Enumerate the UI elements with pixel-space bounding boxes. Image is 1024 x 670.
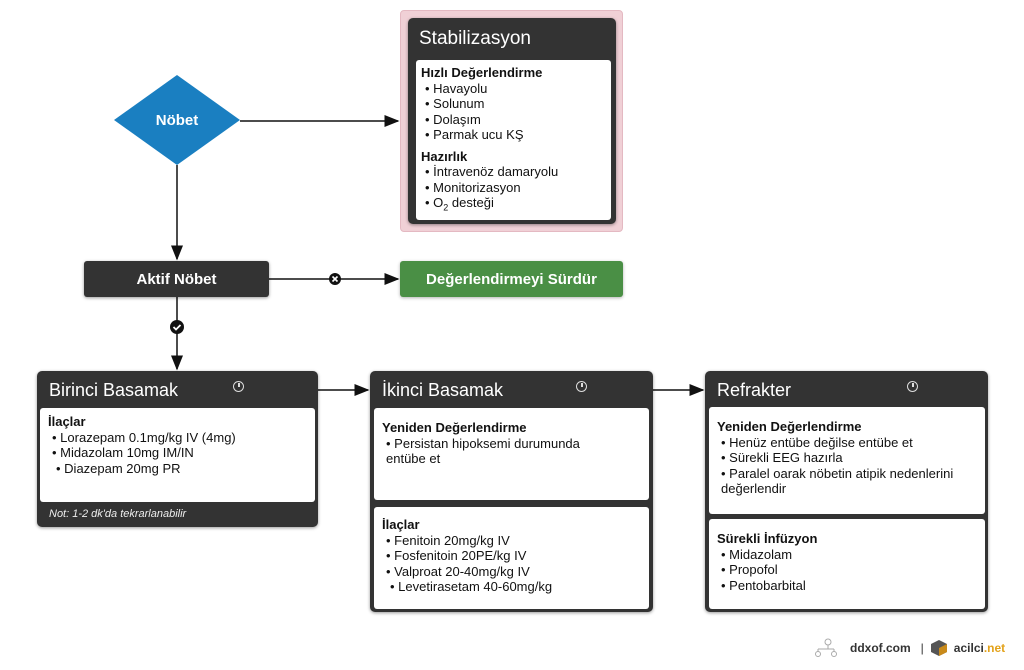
section-heading: Yeniden Değerlendirme — [382, 420, 527, 435]
second-step-box: İkinci Basamak Yeniden Değerlendirme Per… — [370, 371, 653, 612]
list-item: Levetirasetam 40-60mg/kg — [386, 579, 641, 595]
stabilization-content: Hızlı Değerlendirme HavayoluSolunumDolaş… — [416, 60, 611, 220]
ddxof-link[interactable]: ddxof.com — [850, 641, 911, 655]
nobet-label: Nöbet — [155, 111, 199, 129]
second-reassess-content: Yeniden Değerlendirme Persistan hipoksem… — [374, 408, 649, 500]
acilci-link[interactable]: acilci.net — [953, 641, 1006, 655]
clock-icon — [233, 381, 244, 392]
list-item: Paralel oarak nöbetin atipik nedenlerini… — [721, 466, 977, 497]
first-step-title: Birinci Basamak — [49, 380, 179, 400]
list-item: Pentobarbital — [721, 578, 977, 594]
list-item: O2 desteği — [425, 195, 606, 216]
first-step-note: Not: 1-2 dk'da tekrarlanabilir — [49, 508, 187, 520]
aktif-nobet-box: Aktif Nöbet — [84, 261, 269, 297]
footer: ddxof.com | acilci.net — [812, 638, 1005, 658]
section-heading: Hazırlık — [421, 148, 468, 164]
flowchart-logo-icon — [815, 638, 837, 657]
list-item: Fosfenitoin 20PE/kg IV — [386, 548, 641, 564]
section-heading: İlaçlar — [48, 414, 86, 429]
first-step-box: Birinci Basamak İlaçlar Lorazepam 0.1mg/… — [37, 371, 318, 527]
stabilization-title: Stabilizasyon — [419, 28, 531, 49]
section-heading: Hızlı Değerlendirme — [421, 65, 543, 80]
list-item: Diazepam 20mg PR — [52, 461, 307, 477]
footer-separator: | — [920, 641, 924, 655]
section-heading: Sürekli İnfüzyon — [717, 531, 818, 546]
list-item: Havayolu — [425, 81, 606, 97]
list-item: Midazolam 10mg IM/IN — [52, 445, 307, 461]
clock-icon — [907, 381, 918, 392]
list-item: İntravenöz damaryolu — [425, 164, 606, 180]
list-item: Dolaşım — [425, 112, 606, 128]
list-item: Midazolam — [721, 547, 977, 563]
list-item: Sürekli EEG hazırla — [721, 450, 977, 466]
no-icon — [329, 273, 341, 285]
second-step-title: İkinci Basamak — [382, 380, 504, 400]
stabilization-box: Stabilizasyon Hızlı Değerlendirme Havayo… — [408, 18, 616, 224]
continue-box: Değerlendirmeyi Sürdür — [400, 261, 623, 297]
section-heading: İlaçlar — [382, 517, 420, 532]
section-heading: Yeniden Değerlendirme — [717, 419, 862, 434]
list-item: Propofol — [721, 562, 977, 578]
second-drugs-content: İlaçlar Fenitoin 20mg/kg IVFosfenitoin 2… — [374, 507, 649, 609]
list-item: Fenitoin 20mg/kg IV — [386, 533, 641, 549]
nobet-diamond — [114, 75, 240, 165]
list-item: Monitorizasyon — [425, 180, 606, 196]
refractory-infusion-content: Sürekli İnfüzyon MidazolamPropofolPentob… — [709, 519, 985, 609]
acilci-logo-icon — [930, 640, 947, 656]
refractory-box: Refrakter Yeniden Değerlendirme Henüz en… — [705, 371, 988, 612]
list-item: Valproat 20-40mg/kg IV — [386, 564, 641, 580]
yes-icon — [170, 320, 184, 334]
list-item: Lorazepam 0.1mg/kg IV (4mg) — [52, 430, 307, 446]
clock-icon — [576, 381, 587, 392]
refractory-title: Refrakter — [717, 380, 792, 400]
list-item: Persistan hipoksemi durumunda entübe et — [386, 436, 641, 467]
list-item: Henüz entübe değilse entübe et — [721, 435, 977, 451]
refractory-reassess-content: Yeniden Değerlendirme Henüz entübe değil… — [709, 407, 985, 514]
list-item: Solunum — [425, 96, 606, 112]
first-step-content: İlaçlar Lorazepam 0.1mg/kg IV (4mg)Midaz… — [40, 408, 315, 502]
list-item: Parmak ucu KŞ — [425, 127, 606, 143]
